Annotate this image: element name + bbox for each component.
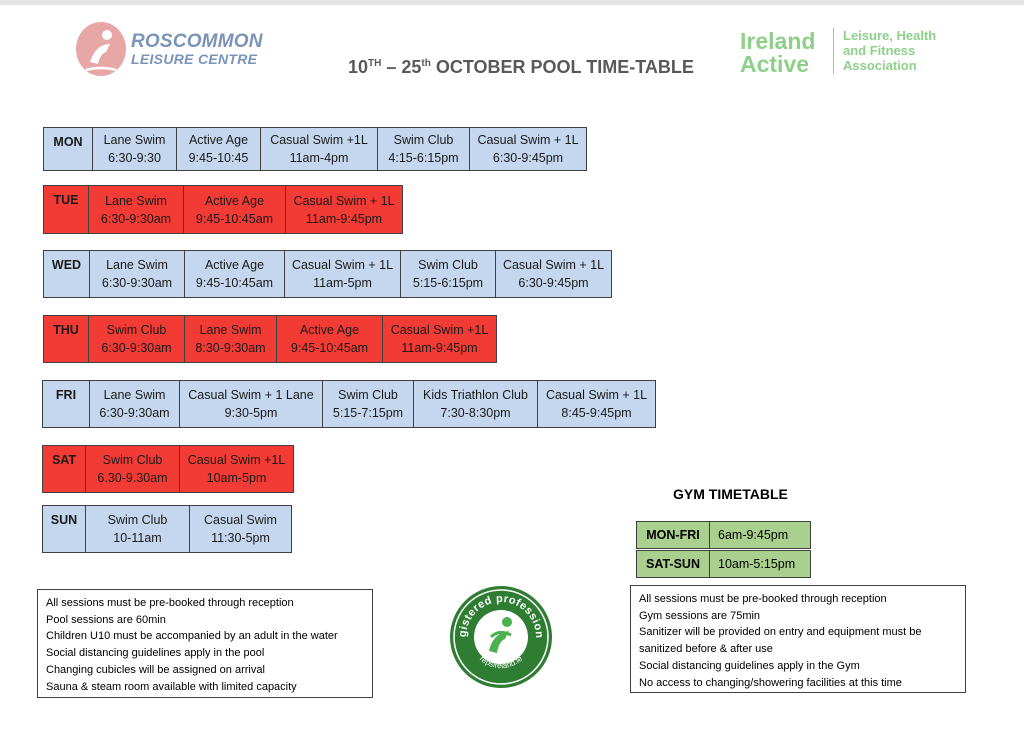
gym-notes-box: All sessions must be pre-booked through … (630, 585, 966, 693)
pool-note: Social distancing guidelines apply in th… (46, 647, 265, 660)
gym-note: No access to changing/showering faciliti… (639, 676, 902, 689)
gym-note: Sanitizer will be provided on entry and … (639, 626, 922, 639)
gym-day-label: SAT-SUN (637, 551, 710, 577)
top-border (0, 0, 1024, 5)
gym-row: SAT-SUN 10am-5:15pm (636, 550, 811, 578)
pool-day-label: WED (44, 251, 89, 297)
pool-day-label: MON (44, 128, 92, 170)
pool-day-label: THU (44, 316, 88, 362)
ia-logo-word2: Active (740, 51, 810, 77)
gym-timetable-title: GYM TIMETABLE (673, 486, 788, 502)
pool-day-label: SAT (43, 446, 85, 492)
gym-note: All sessions must be pre-booked through … (639, 593, 887, 605)
pool-day-label: SUN (43, 506, 85, 552)
registered-professional-seal: registered professional repsireland.ie (446, 576, 553, 689)
gym-timetable: MON-FRI 6am-9:45pm SAT-SUN 10am-5:15pm (636, 521, 811, 579)
rlc-logo-line2: LEISURE CENTRE (131, 51, 258, 67)
pool-day-label: TUE (44, 186, 88, 233)
pool-note: All sessions must be pre-booked through … (46, 597, 294, 609)
page-title: 10TH – 25th OCTOBER POOL TIME-TABLE (348, 57, 694, 77)
pool-note: Pool sessions are 60min (46, 613, 166, 626)
gym-note: Gym sessions are 75min (639, 609, 761, 622)
pool-note: Changing cubicles will be assigned on ar… (46, 663, 265, 676)
pool-note: Children U10 must be accompanied by an a… (46, 630, 338, 643)
gym-note: sanitized before & after use (639, 643, 773, 656)
ia-logo-tagline-3: Association (843, 58, 917, 73)
roscommon-leisure-centre-logo: ROSCOMMON LEISURE CENTRE (76, 22, 276, 78)
ia-logo-tagline-2: and Fitness (843, 43, 916, 58)
gym-note: Social distancing guidelines apply in th… (639, 659, 860, 672)
gym-hours: 6am-9:45pm (710, 522, 810, 548)
pool-day-label: FRI (43, 381, 89, 427)
swimmer-logo-icon (76, 22, 126, 76)
pool-notes-box: All sessions must be pre-booked through … (37, 589, 373, 698)
gym-row: MON-FRI 6am-9:45pm (636, 521, 811, 549)
gym-day-label: MON-FRI (637, 522, 710, 548)
rlc-logo-line1: ROSCOMMON (131, 31, 263, 52)
ia-logo-divider (833, 28, 834, 74)
gym-hours: 10am-5:15pm (710, 551, 810, 577)
pool-note: Sauna & steam room available with limite… (46, 680, 297, 693)
ireland-active-logo: Ireland Active Leisure, Health and Fitne… (740, 26, 970, 77)
ia-logo-word1: Ireland (740, 28, 816, 54)
ia-logo-tagline-1: Leisure, Health (843, 28, 937, 43)
